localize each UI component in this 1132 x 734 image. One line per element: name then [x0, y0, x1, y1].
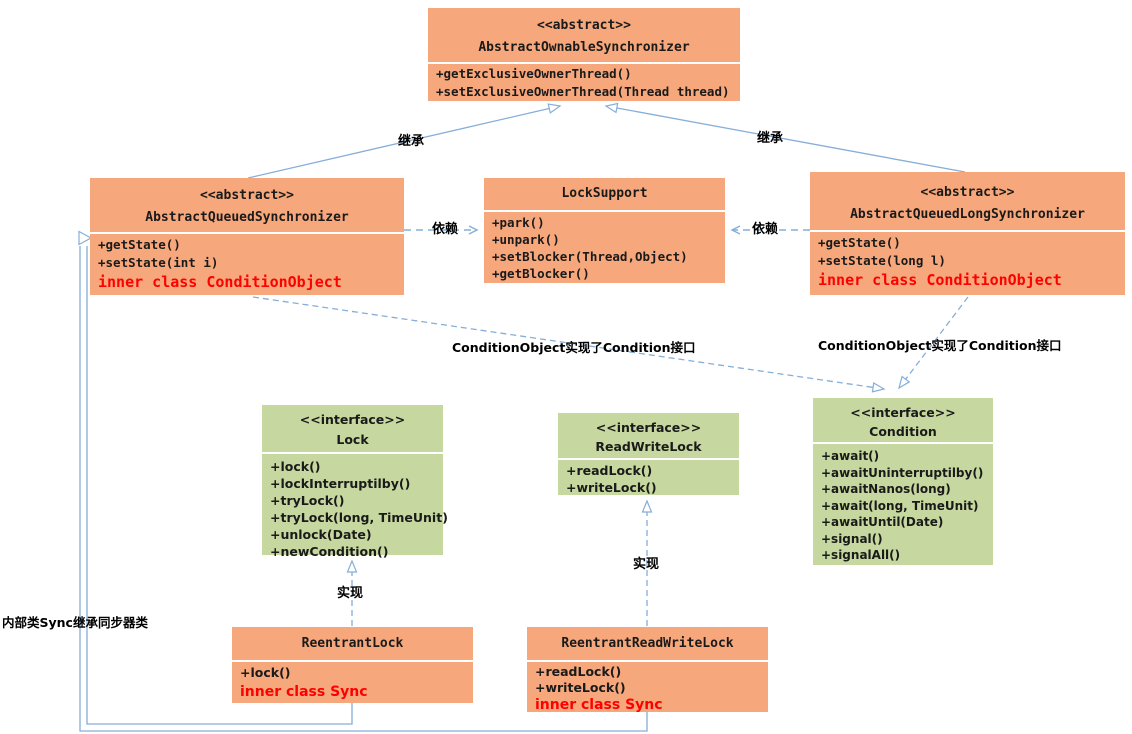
class-members: +park() +unpark() +setBlocker(Thread,Obj…: [484, 210, 725, 283]
class-name: LockSupport: [561, 186, 648, 201]
member-line-inner-class: inner class ConditionObject: [818, 271, 1062, 289]
edge-label-inherit-right: 继承: [757, 131, 784, 146]
member-line: +await(long, TimeUnit): [821, 498, 979, 513]
member-line: +readLock(): [535, 664, 622, 679]
member-line: +await(): [821, 449, 880, 463]
member-line: +writeLock(): [566, 480, 657, 495]
member-line: +setBlocker(Thread,Object): [492, 249, 688, 264]
interface-members: +await() +awaitUninterruptilby() +awaitN…: [813, 442, 993, 565]
edge-label-implement-left: 实现: [337, 586, 364, 601]
member-line: +awaitNanos(long): [821, 482, 951, 496]
interface-header: <<interface>> Condition: [813, 398, 993, 442]
class-box-reentrant-lock: ReentrantLock +lock() inner class Sync: [232, 627, 473, 703]
member-line-inner-class: inner class Sync: [535, 697, 663, 713]
stereotype-label: <<interface>>: [299, 412, 406, 427]
edge-aqs-extends-aos: [247, 103, 562, 179]
edge-label-condition-note-right: ConditionObject实现了Condition接口: [818, 338, 1062, 353]
member-line: +signal(): [821, 531, 883, 546]
class-members: +getState() +setState(int i) inner class…: [90, 232, 404, 295]
interface-box-read-write-lock: <<interface>> ReadWriteLock +readLock() …: [558, 413, 739, 495]
edge-label-depend-right: 依赖: [752, 222, 779, 237]
class-members: +getExclusiveOwnerThread() +setExclusive…: [428, 62, 740, 101]
edge-label-implement-right: 实现: [633, 557, 660, 572]
edge-label-depend-left: 依赖: [432, 222, 459, 237]
generalization-arrowhead: [78, 230, 93, 246]
class-box-abstract-queued-synchronizer: <<abstract>> AbstractQueuedSynchronizer …: [90, 178, 404, 295]
class-name: AbstractQueuedLongSynchronizer: [850, 207, 1085, 222]
class-header: <<abstract>> AbstractQueuedSynchronizer: [90, 178, 404, 232]
class-members: +readLock() +writeLock() inner class Syn…: [527, 660, 768, 713]
edge-reentrantlock-sync-extends-aqs: [86, 246, 353, 725]
member-line: +getState(): [818, 235, 901, 250]
interface-box-condition: <<interface>> Condition +await() +awaitU…: [813, 398, 993, 565]
member-line-inner-class: inner class ConditionObject: [98, 273, 342, 291]
class-box-reentrant-read-write-lock: ReentrantReadWriteLock +readLock() +writ…: [527, 627, 768, 713]
class-name: ReentrantLock: [301, 636, 404, 651]
class-header: <<abstract>> AbstractOwnableSynchronizer: [428, 8, 740, 62]
class-members: +getState() +setState(long l) inner clas…: [810, 230, 1125, 295]
stereotype-label: <<abstract>>: [200, 188, 294, 203]
member-line: +park(): [492, 215, 545, 230]
member-line: +signalAll(): [821, 548, 901, 562]
member-line: +getExclusiveOwnerThread(): [436, 66, 632, 81]
member-line: +setExclusiveOwnerThread(Thread thread): [436, 84, 730, 99]
interface-name: Condition: [869, 424, 937, 439]
edge-aqls-extends-aos: [604, 102, 966, 173]
class-header: ReentrantLock: [232, 627, 473, 660]
member-line: +readLock(): [566, 463, 653, 478]
class-header: ReentrantReadWriteLock: [527, 627, 768, 660]
class-header: LockSupport: [484, 178, 725, 210]
class-name: AbstractQueuedSynchronizer: [145, 210, 349, 225]
member-line: +awaitUntil(Date): [821, 515, 944, 529]
edge-rrwl-sync-extends-aqs: [79, 246, 648, 732]
member-line: +lockInterruptilby(): [270, 476, 411, 491]
class-box-abstract-queued-long-synchronizer: <<abstract>> AbstractQueuedLongSynchroni…: [810, 172, 1125, 295]
member-line: +lock(): [240, 665, 291, 680]
member-line: +setState(int i): [98, 255, 219, 270]
stereotype-label: <<abstract>>: [920, 185, 1015, 200]
member-line: +newCondition(): [270, 544, 389, 559]
class-box-lock-support: LockSupport +park() +unpark() +setBlocke…: [484, 178, 725, 283]
member-line: +writeLock(): [535, 680, 626, 695]
stereotype-label: <<interface>>: [595, 420, 702, 435]
member-line: +getState(): [98, 237, 181, 252]
edge-aqls-conditionobject-implements-condition: [898, 296, 969, 390]
edge-aqs-conditionobject-implements-condition: [252, 296, 886, 393]
member-line: +unlock(Date): [270, 527, 372, 542]
class-header: <<abstract>> AbstractQueuedLongSynchroni…: [810, 172, 1125, 230]
interface-name: Lock: [336, 432, 369, 447]
interface-header: <<interface>> ReadWriteLock: [558, 413, 739, 458]
stereotype-label: <<abstract>>: [537, 18, 631, 33]
member-line: +unpark(): [492, 232, 560, 247]
class-name: AbstractOwnableSynchronizer: [478, 40, 690, 55]
interface-box-lock: <<interface>> Lock +lock() +lockInterrup…: [262, 405, 448, 559]
member-line: +tryLock(long, TimeUnit): [270, 510, 448, 525]
member-line: +setState(long l): [818, 253, 946, 268]
interface-name: ReadWriteLock: [595, 439, 702, 454]
class-name: ReentrantReadWriteLock: [561, 636, 734, 651]
class-box-abstract-ownable-synchronizer: <<abstract>> AbstractOwnableSynchronizer…: [428, 8, 740, 101]
member-line: +lock(): [270, 459, 321, 474]
edge-label-condition-note-left: ConditionObject实现了Condition接口: [452, 340, 696, 355]
class-members: +lock() inner class Sync: [232, 660, 473, 703]
member-line: +tryLock(): [270, 493, 345, 508]
stereotype-label: <<interface>>: [850, 405, 956, 420]
interface-members: +readLock() +writeLock(): [558, 458, 739, 495]
edge-label-inherit-left: 继承: [398, 134, 425, 149]
edge-label-sync-note: 内部类Sync继承同步器类: [2, 615, 148, 630]
member-line: +awaitUninterruptilby(): [821, 465, 984, 480]
interface-members: +lock() +lockInterruptilby() +tryLock() …: [262, 452, 448, 559]
interface-header: <<interface>> Lock: [262, 405, 443, 452]
member-line: +getBlocker(): [492, 266, 590, 281]
member-line-inner-class: inner class Sync: [240, 684, 368, 700]
